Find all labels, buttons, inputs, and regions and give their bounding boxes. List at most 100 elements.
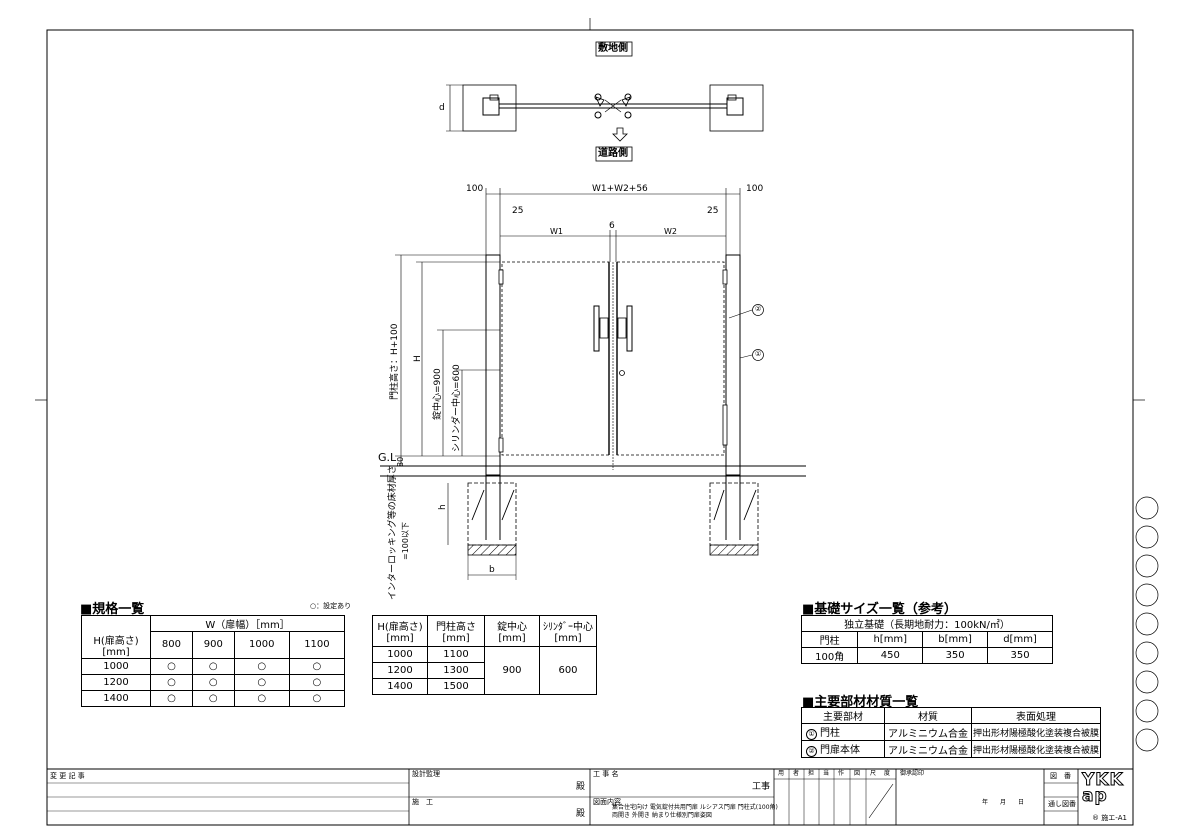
approval-cell: 者 [793,770,800,777]
approval-cell: 用 [778,770,785,777]
mark: ○ [288,689,346,707]
row-h: 1000 [81,657,151,675]
cell: 押出形材陽極酸化塗装複合被膜 [971,723,1101,741]
cell: 1400 [372,678,428,695]
table-row: 1200 ○ ○ ○ ○ [81,673,346,691]
cell: アルミニウム合金 [884,740,972,758]
drawing-no-label: 図 番 [1050,772,1071,780]
hdr: 表面処理 [971,707,1101,724]
down-arrow-icon [612,127,628,142]
dim-left-100: 100 [466,184,484,194]
mark: ○ [233,673,290,691]
road-side-label: 道路側 [598,148,628,159]
hdr: h[mm] [857,631,924,648]
width-1100: 1100 [288,631,346,659]
dim-w1: W1 [550,227,563,236]
mark: ○ [150,673,193,691]
foundation-table-title: ■基礎サイズ一覧（参考） [802,602,957,617]
hdr-post: 門柱高さ[mm] [427,615,485,647]
cell: 1300 [427,662,485,679]
post-height-label: 門柱高さ：H+100 [390,323,400,401]
left-post [485,254,501,476]
mark: ○ [191,673,235,691]
mark: ○ [150,689,193,707]
cell: 1200 [372,662,428,679]
cell: 押出形材陽極酸化塗装複合被膜 [971,740,1101,758]
dim-right-gap: 25 [707,206,719,216]
hdr: 主要部材 [801,707,885,724]
drawing-content-2: 両開き 外開き 納まり仕様別門扉姿図 [612,812,712,819]
approval-cell: 図 [854,770,861,777]
table-row: 1000 1100 900 600 [372,646,597,695]
table-row: 1400 ○ ○ ○ ○ [81,689,346,707]
mark: ○ [233,689,290,707]
dim-w2: W2 [664,227,677,236]
mark: ○ [191,657,235,675]
dim-total-width: W1+W2+56 [592,184,648,194]
cell: 350 [987,647,1053,664]
dim-right-100: 100 [746,184,764,194]
construction-label: 施 工 [412,798,433,806]
cell: 350 [922,647,989,664]
cell: 450 [857,647,924,664]
approval-cell: 尺 [870,770,877,777]
hdr: 材質 [884,707,972,724]
change-log-label: 変 更 記 事 [50,772,85,780]
h-label: H [413,355,423,362]
foundation-caption: 独立基礎（長期地耐力：100kN/㎡） [801,615,1053,632]
title-block-lines [47,768,1133,825]
floor-note: インターロッキング等の床材厚さ [388,465,398,600]
table-row: 100角 450 350 350 [800,647,1053,664]
width-900: 900 [191,631,235,659]
right-post [725,254,741,476]
left-leaf [501,261,610,456]
plan-view [446,41,764,162]
dim-left-gap: 25 [512,206,524,216]
approval-cell: 作 [838,770,845,777]
row-h: 1400 [81,689,151,707]
spec-table: W（扉幅）［mm］ H(扉高さ)[mm] 800 900 1000 1100 1… [81,615,346,707]
row-h: 1200 [81,673,151,691]
hdr: 門柱 [800,631,859,648]
hdr-h: H(扉高さ)[mm] [372,615,428,647]
cell: アルミニウム合金 [884,723,972,741]
cell: 1100 [427,646,485,663]
hdr: b[mm] [922,631,989,648]
dim-center-gap: 6 [609,221,615,231]
w-header: W（扉幅）［mm］ [150,615,345,632]
cell: 100角 [800,647,859,664]
cylinder-value: 600 [539,646,597,695]
hdr: d[mm] [987,631,1053,648]
dono-1: 殿 [576,782,586,792]
foundation-b-label: b [489,565,495,575]
width-800: 800 [150,631,193,659]
project-suffix: 工事 [752,782,771,792]
project-name-label: 工 事 名 [593,770,619,778]
material-table-title: ■主要部材材質一覧 [802,695,919,710]
date-field: 年 月 日 [982,799,1025,806]
hdr-lock: 錠中心[mm] [484,615,540,647]
callout-2-text: ② [755,305,762,313]
table-row: 1200 1300 [372,662,597,679]
design-supervision-label: 設計監理 [412,770,440,778]
approval-cell: 度 [884,770,891,777]
dono-2: 殿 [576,809,586,819]
hdr-cylinder: ｼﾘﾝﾀﾞｰ中心[mm] [539,615,597,647]
right-handle [626,305,633,352]
cylinder-center-label: シリンダー中心=600 [452,364,462,452]
mark: ○ [233,657,290,675]
lock-center-label: 錠中心=900 [433,368,443,420]
margin-circles [1135,496,1159,752]
table-row: 1400 1500 [372,678,597,695]
width-1000: 1000 [233,631,290,659]
height-table: H(扉高さ)[mm] 門柱高さ[mm] 錠中心[mm] ｼﾘﾝﾀﾞｰ中心[mm]… [372,615,597,695]
lock-value: 900 [484,646,540,695]
sheet-id: ® 施エ-A1 [1092,814,1127,822]
approval-cell: 当 [823,770,830,777]
foundation-h-label: h [438,504,448,510]
mark: ○ [191,689,235,707]
floor-note2: =100以下 [401,522,410,560]
